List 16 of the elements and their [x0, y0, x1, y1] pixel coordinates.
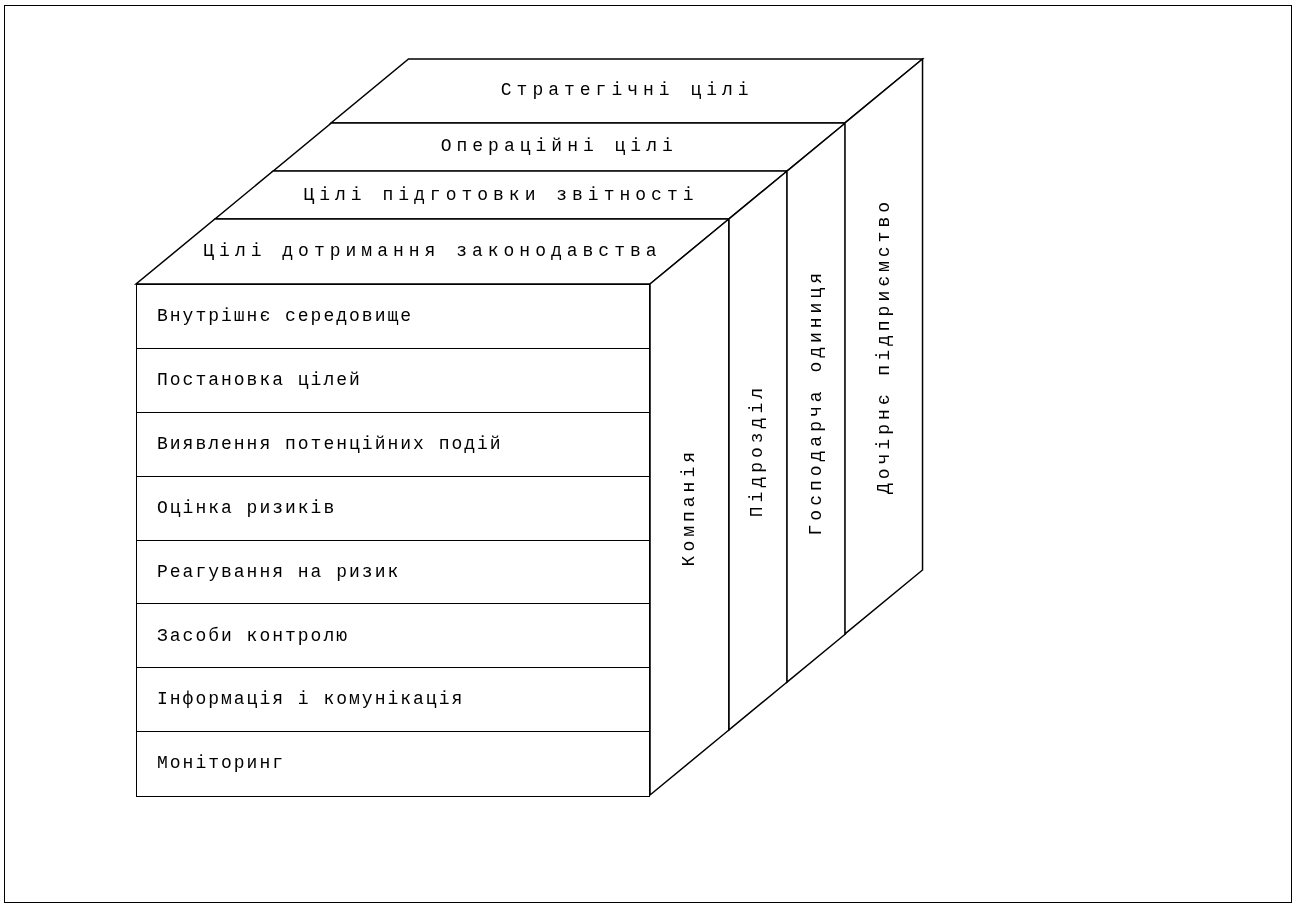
- component-row: Моніторинг: [136, 731, 650, 797]
- entity-label: Компанія: [677, 447, 700, 567]
- component-row: Постановка цілей: [136, 347, 650, 414]
- component-row: Реагування на ризик: [136, 539, 650, 605]
- entity-label: Дочірнє підприємство: [872, 198, 895, 495]
- component-row: Засоби контролю: [136, 603, 650, 669]
- entity-label: Підрозділ: [746, 383, 769, 518]
- objective-label: Цілі дотримання законодавства: [203, 239, 662, 263]
- component-row: Оцінка ризиків: [136, 475, 650, 541]
- component-row: Інформація і комунікація: [136, 667, 650, 733]
- objective-label: Стратегічні цілі: [500, 79, 754, 103]
- objective-label: Цілі підготовки звітності: [303, 183, 699, 207]
- component-row: Виявлення потенційних подій: [136, 411, 650, 478]
- component-row: Внутрішнє середовище: [136, 284, 650, 350]
- objective-label: Операційні цілі: [440, 135, 678, 159]
- entity-label: Господарча одиниця: [804, 269, 827, 536]
